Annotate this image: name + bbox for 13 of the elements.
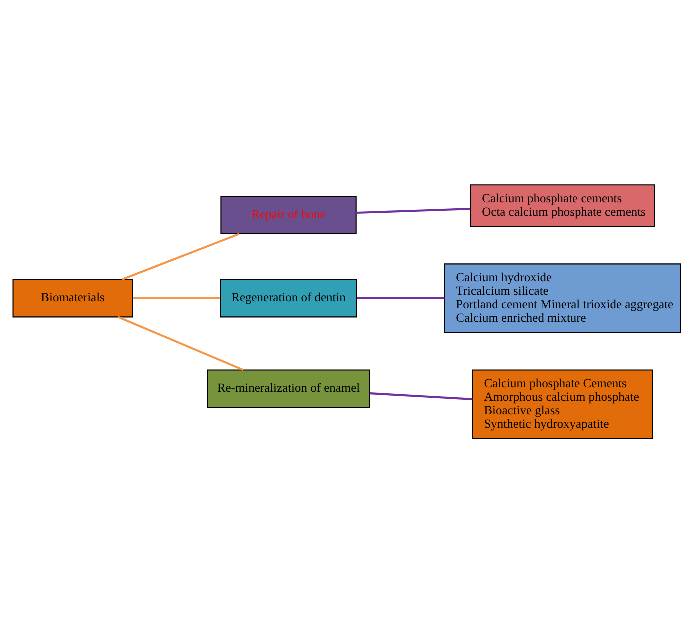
node-box: Repair of bone [220,196,357,235]
node-box: Calcium phosphate Cements Amorphous calcium phosphate Bioactive glass Synthetic hydroxyapatite [472,370,654,440]
node-box: Biomaterials [12,279,134,318]
connector [357,297,445,300]
connector [118,316,244,372]
node-box: Calcium phosphate cements Octa calcium phosphate cements [470,184,656,228]
connector [370,392,473,400]
connector [356,208,470,214]
node-box: Calcium hydroxide Tricalcium silicate Portland cement Mineral trioxide aggregate Calcium enriched mixture [444,264,682,334]
node-box: Re-mineralization of enamel [207,370,370,408]
node-box: Regeneration of dentin [220,279,358,318]
connector [122,233,240,281]
connector [133,297,220,300]
